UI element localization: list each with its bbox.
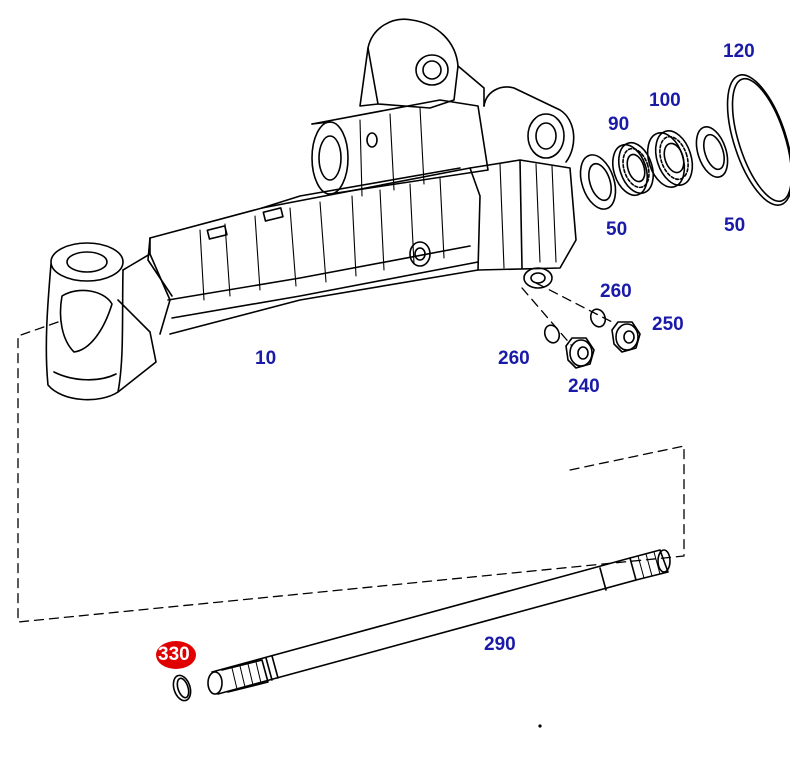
part-label-330[interactable]: 330 [158,644,190,665]
part-label-100[interactable]: 100 [649,90,681,111]
snap-ring-330 [172,674,192,702]
seal-ring-50-left [579,154,617,210]
roller-bearing-100 [646,130,694,188]
part-label-50-left[interactable]: 50 [606,219,628,240]
part-label-50-right[interactable]: 50 [724,215,746,236]
o-ring-120 [726,74,790,206]
assembly-guide-lines [17,282,685,623]
part-label-290[interactable]: 290 [484,634,516,655]
highlight-badge [156,641,196,669]
gasket-ring-260-lower [543,324,561,344]
gasket-ring-260-upper [589,308,607,328]
part-label-240[interactable]: 240 [568,376,600,397]
part-label-90[interactable]: 90 [608,114,630,135]
part-label-120[interactable]: 120 [723,41,755,62]
screw-plug-240 [565,337,595,369]
screw-plug-250 [611,321,641,353]
axle-shaft-290 [207,549,671,695]
part-label-260-lower[interactable]: 260 [498,348,530,369]
seal-ring-50-right [695,126,729,178]
part-label-250[interactable]: 250 [652,314,684,335]
roller-bearing-90 [611,141,655,197]
axle-housing [45,18,577,401]
part-label-10[interactable]: 10 [255,348,277,369]
part-label-260-upper[interactable]: 260 [600,281,632,302]
